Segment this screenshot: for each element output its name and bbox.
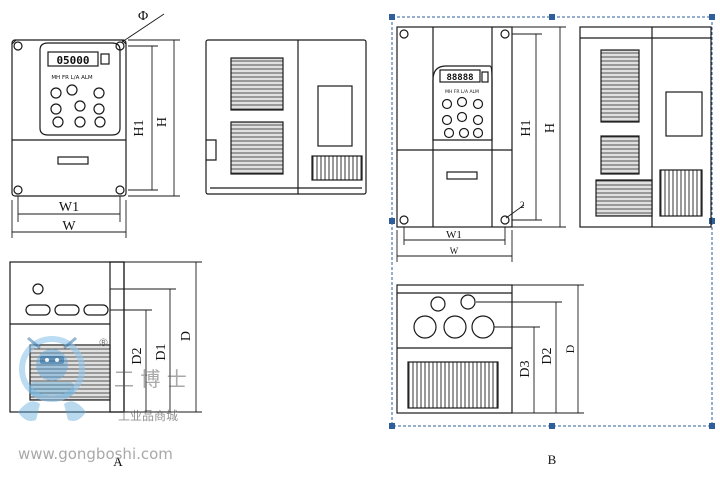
label-h1-a: H1	[132, 119, 147, 136]
label-w-a: W	[62, 219, 76, 234]
indicator-labels-a: MH FR L/A ALM	[51, 75, 93, 81]
watermark-tagline: 工业品商城	[118, 408, 178, 423]
selection-frame-b	[389, 14, 715, 429]
label-w1-b: W1	[446, 229, 462, 241]
label-hole-b: 2	[520, 200, 525, 210]
watermark: ® 工 博 士 工业品商城 www.gongboshi.com	[18, 336, 187, 463]
dimension-lines-a-top	[110, 261, 202, 413]
watermark-url: www.gongboshi.com	[18, 445, 173, 463]
display-readout-a: 05000	[56, 54, 89, 67]
label-h1-b: H1	[519, 119, 534, 136]
label-d3-b: D3	[518, 360, 533, 377]
indicator-labels-b: MH FR L/A ALM	[445, 89, 479, 95]
drawing-b-front-view	[396, 26, 513, 228]
drawing-b-top-view	[396, 284, 513, 414]
caption-b: B	[548, 452, 557, 467]
label-d2-a: D2	[130, 347, 145, 364]
label-phi: Φ	[138, 9, 148, 24]
label-d1-a: D1	[154, 343, 169, 360]
dimension-lines-a	[11, 13, 180, 238]
label-w1-a: W1	[59, 200, 79, 215]
label-d-b: D	[563, 344, 577, 353]
watermark-brand: 工 博 士	[114, 367, 187, 391]
label-d2-b: D2	[540, 347, 555, 364]
registered-mark: ®	[98, 336, 109, 349]
drawing-b-side-view	[579, 26, 712, 228]
caption-a: A	[113, 454, 123, 469]
label-d-a: D	[179, 331, 194, 341]
label-h-b: H	[543, 123, 558, 133]
dimension-lines-b-top	[476, 284, 584, 414]
display-readout-b: 88888	[446, 73, 473, 83]
drawing-a-side-view	[205, 39, 367, 195]
label-h-a: H	[155, 117, 170, 127]
robot-logo-icon	[18, 336, 86, 421]
label-w-b: W	[450, 246, 459, 256]
drawing-a-front-view	[11, 39, 127, 197]
dimension-lines-b	[396, 26, 566, 262]
